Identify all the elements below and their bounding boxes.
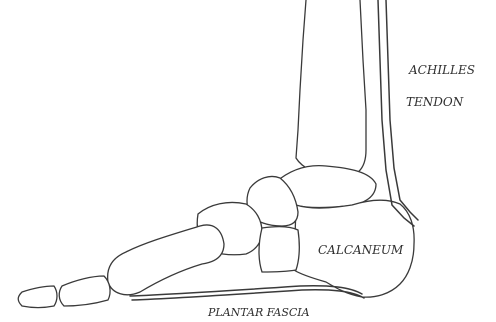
achilles-label-line1: ACHILLES: [408, 63, 475, 77]
calcaneum-label: CALCANEUM: [318, 243, 404, 257]
achilles-label-line2: TENDON: [406, 95, 464, 109]
plantar-fascia-upper: [130, 286, 362, 296]
plantar-fascia-label: PLANTAR FASCIA: [207, 306, 310, 319]
cuboid-bone: [259, 227, 299, 272]
achilles-tendon-outer: [378, 0, 414, 226]
proximal-phalanx-bone: [59, 276, 110, 306]
distal-phalanx-bone: [18, 286, 57, 308]
tibia-bone: [296, 0, 366, 178]
metatarsal-bone: [108, 225, 224, 295]
achilles-tendon-inner: [386, 0, 418, 220]
